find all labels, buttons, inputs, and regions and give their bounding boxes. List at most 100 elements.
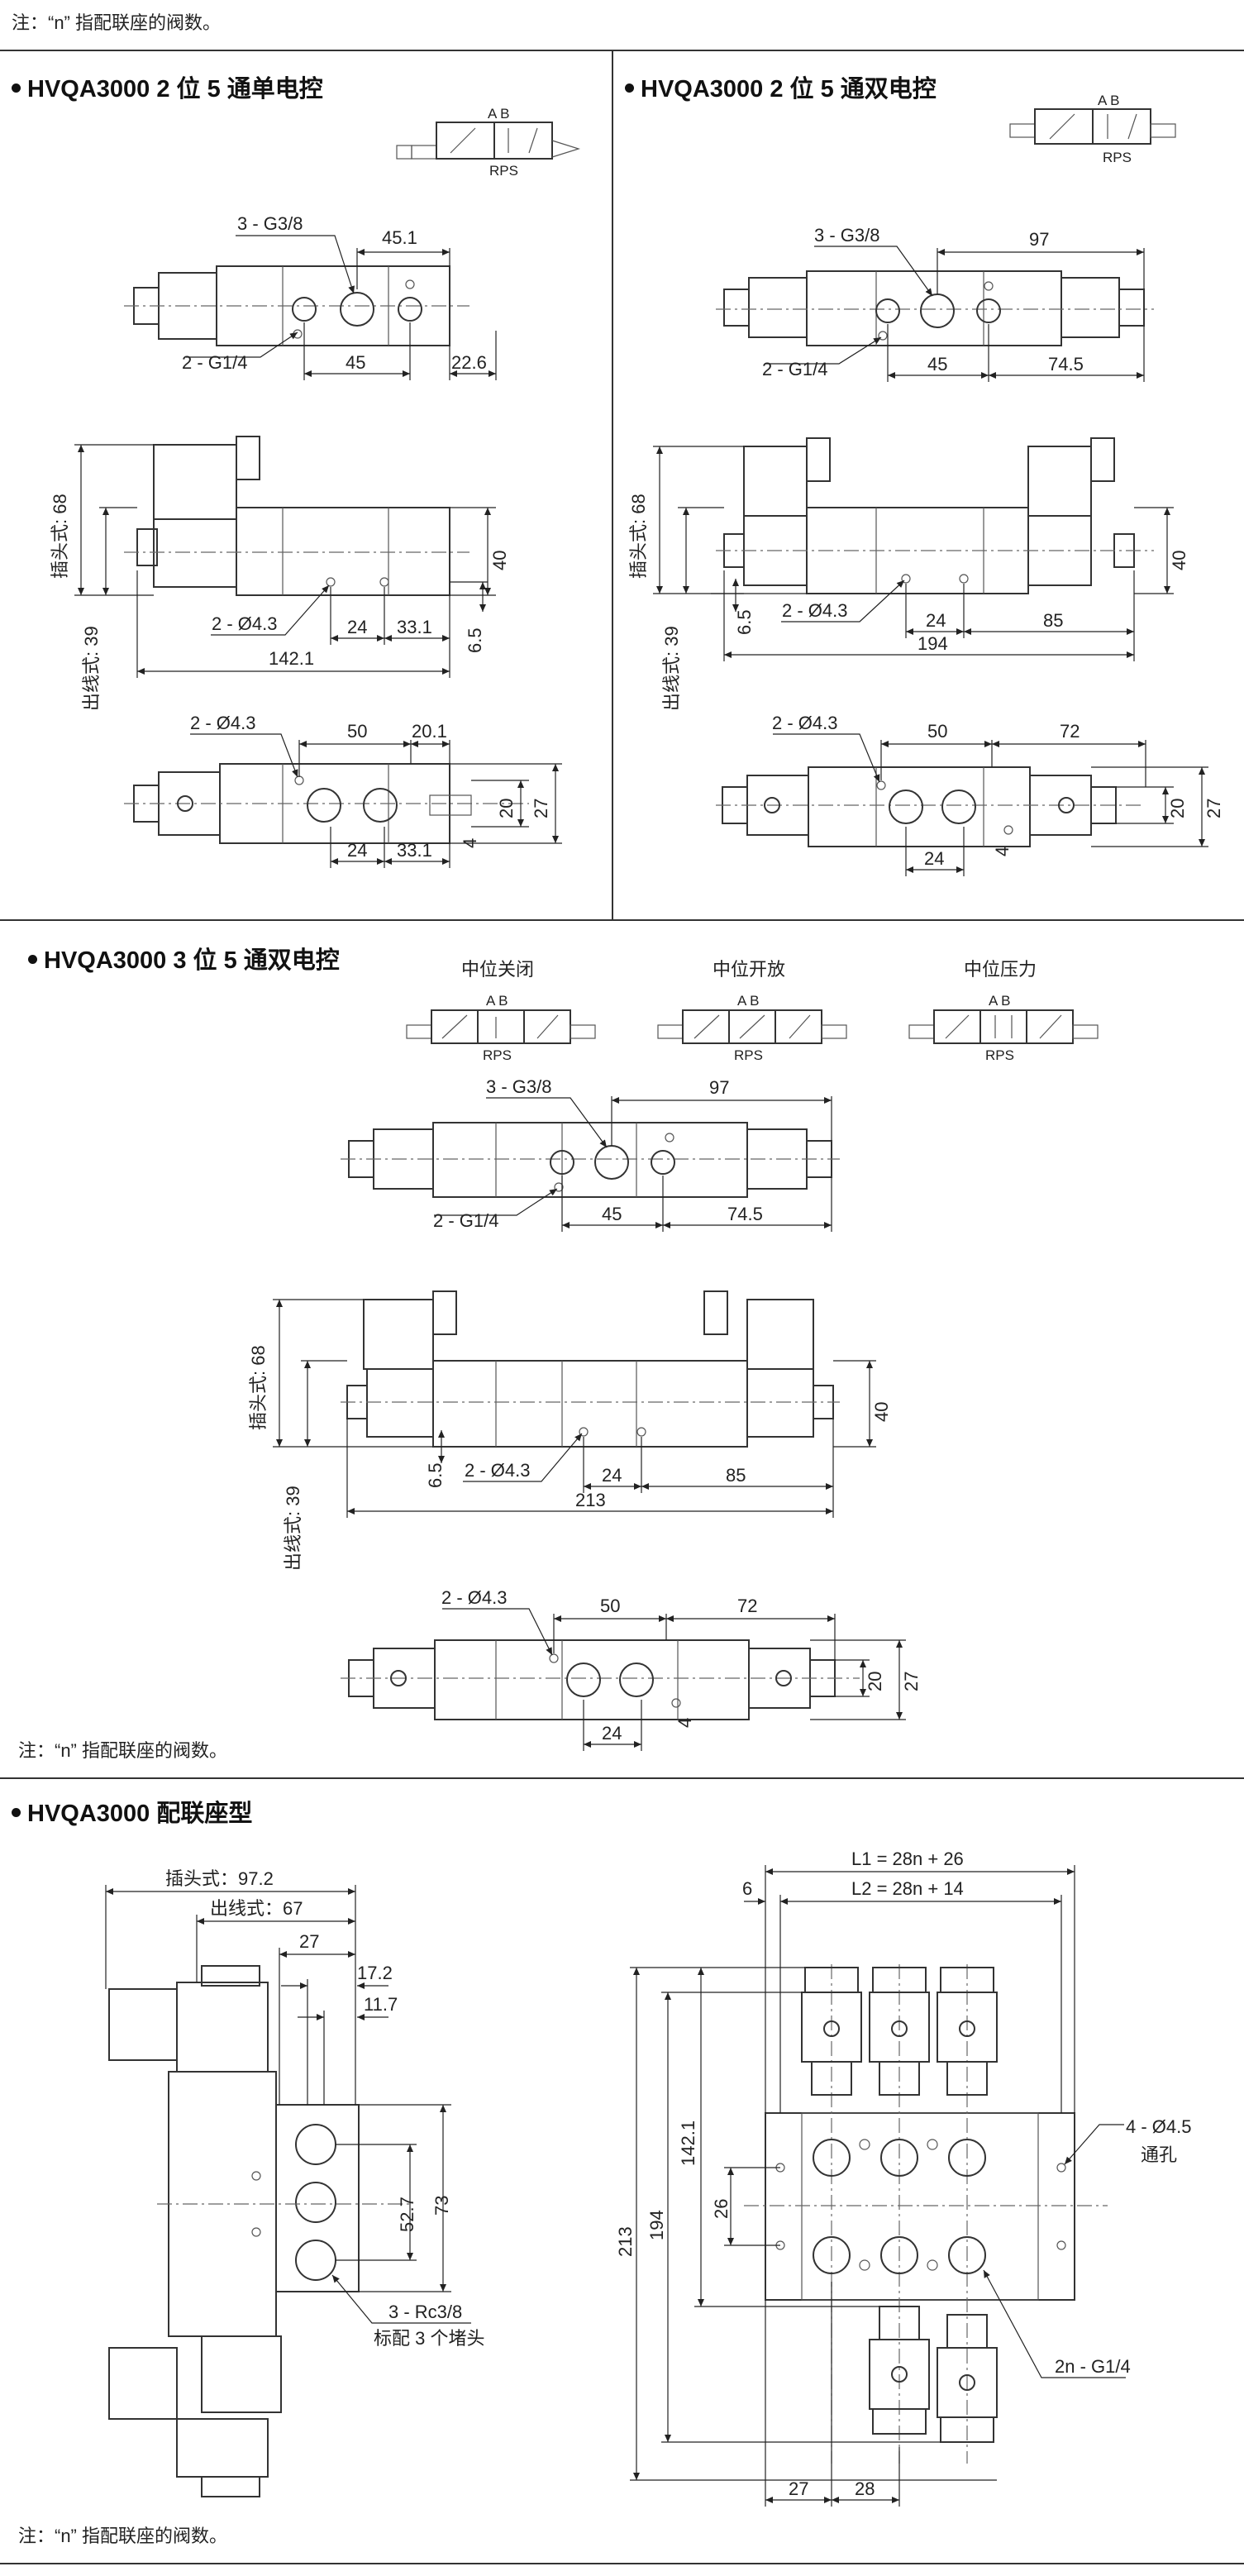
three-symbol-closed-label: 中位关闭 — [461, 959, 534, 980]
manifold-plan-d26: 26 — [711, 2199, 732, 2219]
single-bottom-d24: 24 — [347, 840, 367, 861]
three-symbol-open: 中位开放 A B RPS — [657, 959, 847, 1063]
single-top-d45: 45 — [346, 352, 365, 373]
double-bottom-d24: 24 — [924, 848, 944, 869]
manifold-plan-ports: 2n - G1/4 — [1055, 2356, 1131, 2377]
single-front-d40: 40 — [489, 551, 510, 570]
double-top-d74-5: 74.5 — [1048, 354, 1084, 374]
three-front-d213: 213 — [575, 1490, 606, 1510]
three-bottom-d24: 24 — [602, 1723, 622, 1744]
double-bottom-d4: 4 — [992, 847, 1013, 856]
three-symbol-pressure-rps: RPS — [985, 1047, 1014, 1063]
note-bottom: 注：“n” 指配联座的阀数。 — [18, 2526, 228, 2546]
single-front-d33-1: 33.1 — [397, 617, 432, 637]
single-front-holes: 2 - Ø4.3 — [212, 613, 277, 634]
manifold-plan-d213: 213 — [615, 2226, 636, 2257]
three-symbol-closed-ab: A B — [486, 993, 508, 1009]
divider-top — [0, 50, 1244, 51]
single-top-port-main: 3 - G3/8 — [237, 213, 303, 234]
manifold-plan-d142-1: 142.1 — [678, 2120, 698, 2166]
three-symbol-open-label: 中位开放 — [713, 959, 785, 980]
three-front-d24: 24 — [602, 1465, 622, 1486]
three-symbol-open-rps: RPS — [734, 1047, 763, 1063]
three-top-port-main: 3 - G3/8 — [486, 1076, 551, 1097]
single-bottom-d27: 27 — [531, 799, 551, 818]
title-double-solenoid: HVQA3000 2 位 5 通双电控 — [625, 69, 937, 104]
double-symbol-rps: RPS — [1103, 150, 1132, 165]
single-bottom-view: 2 - Ø4.3 50 20.1 20 27 4 24 33.1 — [124, 713, 562, 868]
manifold-plan-d194: 194 — [646, 2210, 667, 2240]
single-symbol: A B RPS — [396, 106, 581, 179]
double-bottom-d27: 27 — [1203, 799, 1224, 818]
three-symbol-closed-rps: RPS — [483, 1047, 512, 1063]
three-bottom-d27: 27 — [901, 1672, 922, 1691]
three-top-port-side: 2 - G1/4 — [433, 1210, 498, 1231]
three-bottom-d50: 50 — [600, 1596, 620, 1616]
manifold-plan-d27: 27 — [789, 2478, 808, 2499]
divider-bottom — [0, 2563, 1244, 2564]
single-bottom-d20-1: 20.1 — [412, 721, 447, 742]
manifold-side-d27: 27 — [299, 1931, 319, 1952]
single-top-port-side: 2 - G1/4 — [182, 352, 247, 373]
three-bottom-d20: 20 — [865, 1672, 885, 1691]
three-front-outlet-label: 出线式: 39 — [283, 1486, 303, 1571]
single-top-d45-1: 45.1 — [382, 227, 417, 248]
note-mid: 注：“n” 指配联座的阀数。 — [18, 1740, 228, 1761]
manifold-side-d17-2: 17.2 — [357, 1963, 393, 1983]
manifold-side-outlet: 出线式：67 — [210, 1898, 303, 1919]
double-top-port-side: 2 - G1/4 — [762, 359, 827, 379]
double-front-d6-5: 6.5 — [734, 609, 755, 635]
manifold-side-ports: 3 - Rc3/8 — [388, 2302, 462, 2322]
double-bottom-view: 2 - Ø4.3 50 72 20 27 4 24 — [716, 713, 1224, 876]
manifold-plan-d6: 6 — [742, 1878, 752, 1899]
single-bottom-d50: 50 — [347, 721, 367, 742]
divider-vertical — [612, 51, 613, 921]
three-bottom-d72: 72 — [737, 1596, 757, 1616]
double-symbol-ab: A B — [1098, 93, 1119, 108]
double-front-d24: 24 — [926, 610, 946, 631]
three-symbol-closed: 中位关闭 A B RPS — [406, 959, 596, 1063]
three-bottom-view: 2 - Ø4.3 50 72 20 27 4 24 — [341, 1587, 922, 1751]
manifold-plan-d28: 28 — [855, 2478, 875, 2499]
manifold-side-plug: 插头式：97.2 — [165, 1868, 274, 1889]
single-symbol-rps: RPS — [489, 163, 518, 179]
double-front-d40: 40 — [1169, 551, 1189, 570]
three-front-d6-5: 6.5 — [425, 1462, 446, 1488]
double-front-holes: 2 - Ø4.3 — [782, 600, 847, 621]
three-front-plug-label: 插头式: 68 — [248, 1345, 269, 1430]
manifold-plan-l2: L2 = 28n + 14 — [851, 1878, 964, 1899]
three-top-d97: 97 — [709, 1077, 729, 1098]
manifold-plan-l1: L1 = 28n + 26 — [851, 1849, 964, 1869]
single-front-d24: 24 — [347, 617, 367, 637]
title-manifold: HVQA3000 配联座型 — [12, 1794, 252, 1829]
single-front-plug-label: 插头式: 68 — [50, 494, 70, 579]
double-front-d85: 85 — [1043, 610, 1063, 631]
double-bottom-d20: 20 — [1167, 799, 1188, 818]
three-bottom-d4: 4 — [674, 1718, 695, 1728]
title-single-solenoid: HVQA3000 2 位 5 通单电控 — [12, 69, 323, 104]
three-top-view: 3 - G3/8 2 - G1/4 97 45 74.5 — [341, 1076, 840, 1232]
double-symbol: A B RPS — [1009, 93, 1176, 165]
single-top-d22-6: 22.6 — [451, 352, 487, 373]
double-bottom-d72: 72 — [1060, 721, 1080, 742]
three-front-view: 插头式: 68 出线式: 39 40 6.5 2 - Ø4.3 24 85 21… — [248, 1290, 892, 1571]
three-top-d45: 45 — [602, 1204, 622, 1224]
single-bottom-holes: 2 - Ø4.3 — [190, 713, 255, 733]
three-symbol-pressure-label: 中位压力 — [964, 959, 1037, 980]
single-symbol-ab: A B — [488, 106, 509, 122]
double-front-plug-label: 插头式: 68 — [628, 494, 649, 579]
manifold-side-d11-7: 11.7 — [364, 1994, 398, 2015]
three-symbol-open-ab: A B — [737, 993, 759, 1009]
three-symbol-pressure: 中位压力 A B RPS — [908, 959, 1099, 1063]
double-front-d194: 194 — [918, 633, 948, 654]
double-top-view: 3 - G3/8 2 - G1/4 97 45 74.5 — [716, 225, 1154, 382]
manifold-plan-holes-note: 通孔 — [1141, 2144, 1177, 2165]
single-bottom-d4: 4 — [460, 838, 480, 848]
note-top: 注：“n” 指配联座的阀数。 — [12, 12, 222, 33]
single-front-view: 插头式: 68 出线式: 39 40 2 - Ø4.3 24 33.1 6.5 … — [50, 436, 510, 711]
manifold-side-d73: 73 — [431, 2196, 452, 2216]
double-top-port-main: 3 - G3/8 — [814, 225, 879, 246]
single-front-d142-1: 142.1 — [269, 648, 314, 669]
double-top-d45: 45 — [927, 354, 947, 374]
